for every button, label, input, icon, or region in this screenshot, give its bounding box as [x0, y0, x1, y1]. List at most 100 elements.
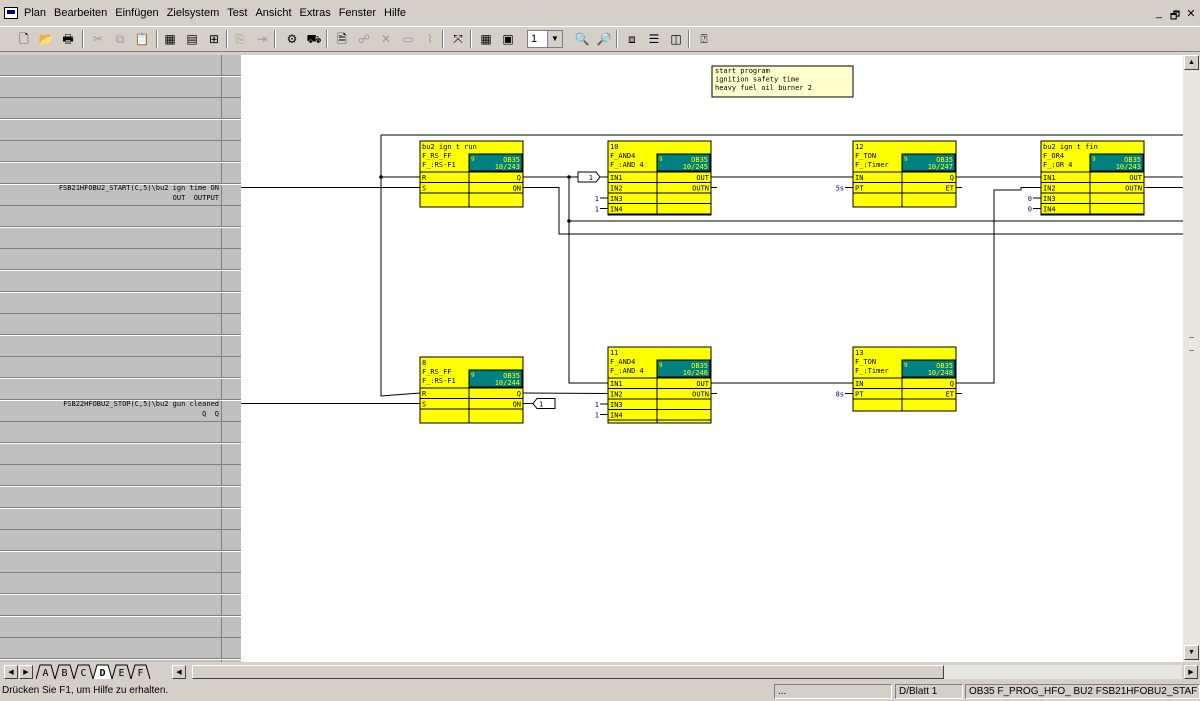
pin-q[interactable]: Q — [950, 174, 954, 182]
pin-outn[interactable]: OUTN — [692, 185, 709, 193]
signal-row[interactable] — [0, 184, 241, 206]
interconnect-icon[interactable]: ⇥ — [256, 32, 268, 46]
pin-outn[interactable]: OUTN — [1125, 185, 1142, 193]
signal-row[interactable] — [0, 335, 241, 357]
menu-item-plan[interactable]: Plan — [24, 7, 47, 19]
run-sequence-icon[interactable]: ⎘ — [235, 32, 245, 46]
pin-qn[interactable]: QN — [513, 185, 521, 193]
menu-item-zielsystem[interactable]: Zielsystem — [166, 7, 220, 19]
document-icon[interactable]: 🗎 — [337, 32, 347, 46]
app-icon[interactable] — [4, 7, 18, 19]
pin-in[interactable]: IN — [855, 174, 863, 182]
open-folder-icon[interactable]: 📂 — [38, 32, 54, 46]
tab-sheet-f[interactable]: F — [137, 668, 143, 679]
tab-sheet-b[interactable]: B — [61, 668, 67, 679]
cut-icon[interactable]: ✂ — [92, 32, 104, 46]
block-run-sequence[interactable] — [656, 359, 711, 378]
pin-r[interactable]: R — [422, 174, 427, 182]
signal-row[interactable] — [0, 422, 241, 444]
signal-row[interactable] — [0, 55, 241, 76]
print-icon[interactable]: 🖶 — [62, 32, 74, 46]
pin-out[interactable]: OUT — [1129, 174, 1142, 182]
signal-row[interactable] — [0, 357, 241, 379]
signal-row[interactable] — [0, 400, 241, 422]
signal-row[interactable] — [0, 206, 241, 228]
close-button[interactable]: ✕ — [1186, 8, 1196, 20]
signal-row[interactable] — [0, 508, 241, 530]
next-sheet-icon[interactable]: ▶ — [19, 665, 33, 679]
help-pointer-icon[interactable]: ⍰ — [700, 32, 708, 46]
block-run-sequence[interactable] — [656, 153, 711, 172]
copy-icon[interactable]: ⧉ — [115, 32, 125, 46]
menu-item-bearbeiten[interactable]: Bearbeiten — [54, 7, 108, 19]
block-body[interactable] — [419, 356, 524, 424]
signal-row[interactable] — [0, 163, 241, 184]
signal-row[interactable] — [0, 76, 241, 98]
block-run-sequence[interactable] — [1089, 153, 1144, 172]
fit-view-icon[interactable]: ⤧ — [453, 32, 463, 46]
tab-sheet-a[interactable]: A — [42, 668, 48, 679]
pin-out[interactable]: OUT — [696, 380, 709, 388]
pin-in2[interactable]: IN2 — [1043, 185, 1056, 193]
paste-icon[interactable]: 📋 — [134, 32, 150, 46]
signal-label[interactable]: FSB22HFOBU2_STOP(C,5)\bu2 gun cleaned Q … — [63, 400, 219, 418]
signal-row[interactable] — [0, 465, 241, 487]
scroll-grip[interactable] — [1189, 337, 1194, 351]
signal-row[interactable] — [0, 98, 241, 120]
signal-row[interactable] — [0, 271, 241, 292]
scroll-up-icon[interactable]: ▲ — [1184, 55, 1199, 70]
signal-row[interactable] — [0, 551, 241, 573]
sheet-bar-icon[interactable]: ▤ — [186, 32, 198, 46]
tab-sheet-e[interactable]: E — [118, 668, 124, 679]
pin-in4[interactable]: IN4 — [610, 206, 623, 214]
zoom-in-icon[interactable]: 🔍 — [574, 32, 590, 46]
block-run-sequence[interactable] — [901, 153, 956, 172]
signal-row[interactable] — [0, 314, 241, 336]
tile-vertical-icon[interactable]: ◫ — [670, 32, 682, 46]
download-icon[interactable]: ⛟ — [306, 32, 322, 46]
pin-outn[interactable]: OUTN — [692, 391, 709, 399]
vertical-scrollbar[interactable]: ▲ ▼ — [1183, 55, 1200, 662]
restore-button[interactable]: 🗗 — [1169, 10, 1181, 22]
zoom-out-icon[interactable]: 🔎 — [596, 32, 612, 46]
minimize-button[interactable]: _ — [1155, 7, 1163, 19]
signal-row[interactable] — [0, 249, 241, 271]
scroll-right-icon[interactable]: ▶ — [1184, 665, 1198, 679]
signal-row[interactable] — [0, 595, 241, 616]
menu-item-ansicht[interactable]: Ansicht — [255, 7, 292, 19]
new-file-icon[interactable]: 🗋 — [19, 32, 29, 46]
pin-q[interactable]: Q — [950, 380, 954, 388]
pin-et[interactable]: ET — [946, 391, 955, 399]
test-mode-icon[interactable]: ☍ — [357, 32, 371, 46]
pin-in4[interactable]: IN4 — [610, 412, 623, 420]
menu-item-test[interactable]: Test — [227, 7, 248, 19]
menu-item-extras[interactable]: Extras — [299, 7, 331, 19]
tab-sheet-d[interactable]: D — [99, 668, 105, 679]
block-run-sequence[interactable] — [468, 369, 523, 388]
pin-in3[interactable]: IN3 — [610, 401, 623, 409]
pin-in2[interactable]: IN2 — [610, 391, 623, 399]
signal-row[interactable] — [0, 638, 241, 660]
pin-in1[interactable]: IN1 — [610, 174, 623, 182]
scroll-down-icon[interactable]: ▼ — [1184, 645, 1199, 660]
menu-item-hilfe[interactable]: Hilfe — [384, 7, 407, 19]
tab-sheet-c[interactable]: C — [80, 668, 86, 679]
pin-qn[interactable]: QN — [513, 401, 521, 409]
pin-q[interactable]: Q — [517, 390, 521, 398]
signal-row[interactable] — [0, 616, 241, 638]
pin-in3[interactable]: IN3 — [610, 195, 623, 203]
signal-row[interactable] — [0, 487, 241, 508]
signal-row[interactable] — [0, 292, 241, 314]
overview-icon[interactable]: ▣ — [502, 32, 514, 46]
pin-r[interactable]: R — [422, 390, 427, 398]
signal-row[interactable] — [0, 379, 241, 400]
connector-box[interactable] — [532, 398, 556, 409]
block-body[interactable] — [852, 346, 957, 412]
watch-icon[interactable]: ✕ — [380, 32, 392, 46]
menu-item-fenster[interactable]: Fenster — [338, 7, 376, 19]
pin-in1[interactable]: IN1 — [1043, 174, 1056, 182]
